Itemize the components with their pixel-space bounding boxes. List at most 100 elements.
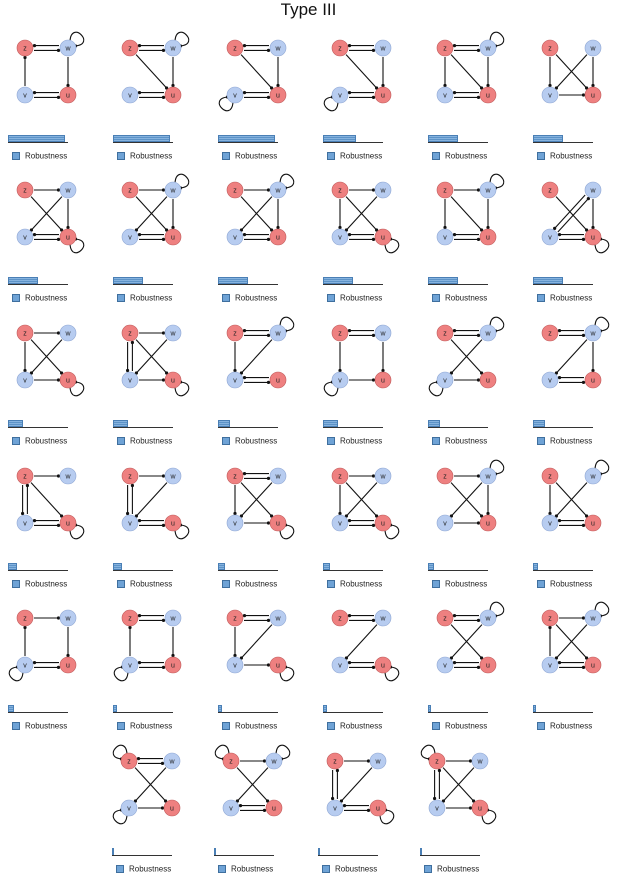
robustness-bar xyxy=(113,704,173,713)
self-loop-v xyxy=(8,665,24,682)
node-z xyxy=(120,752,138,770)
node-v xyxy=(541,228,559,246)
edge-w-v xyxy=(239,624,273,660)
robustness-bar xyxy=(8,134,68,143)
node-w xyxy=(164,609,182,627)
robustness-bar xyxy=(8,419,68,428)
node-label-w: w xyxy=(270,758,277,765)
node-z xyxy=(121,181,139,199)
legend-label: Robustness xyxy=(25,151,68,161)
node-label-v: v xyxy=(23,662,27,669)
robustness-bar-fill xyxy=(218,420,230,427)
node-z xyxy=(331,609,349,627)
node-label-w: w xyxy=(169,187,176,194)
node-label-u: u xyxy=(66,662,70,669)
node-v xyxy=(331,371,349,389)
node-w xyxy=(59,467,77,485)
node-z xyxy=(226,609,244,627)
legend: Robustness xyxy=(222,289,277,302)
legend: Robustness xyxy=(116,860,171,873)
legend-label: Robustness xyxy=(25,436,68,446)
edge-w-v xyxy=(239,196,273,232)
node-label-v: v xyxy=(548,662,552,669)
legend-label: Robustness xyxy=(445,721,488,731)
node-u xyxy=(164,371,182,389)
node-label-z: z xyxy=(23,330,27,337)
node-w xyxy=(163,752,181,770)
node-u xyxy=(164,656,182,674)
legend-label: Robustness xyxy=(130,151,173,161)
legend-label: Robustness xyxy=(130,293,173,303)
robustness-bar-fill xyxy=(113,277,143,284)
node-w xyxy=(479,609,497,627)
legend-label: Robustness xyxy=(235,436,278,446)
node-label-w: w xyxy=(274,45,281,52)
node-label-w: w xyxy=(476,758,483,765)
node-u xyxy=(479,228,497,246)
legend: Robustness xyxy=(322,860,377,873)
robustness-bar-fill xyxy=(533,277,563,284)
legend-swatch xyxy=(222,579,230,588)
robustness-bar-fill xyxy=(323,705,327,712)
node-label-v: v xyxy=(443,377,447,384)
node-w xyxy=(59,609,77,627)
legend: Robustness xyxy=(12,147,68,161)
node-z xyxy=(331,181,349,199)
node-label-v: v xyxy=(23,234,27,241)
node-label-v: v xyxy=(548,520,552,527)
node-label-w: w xyxy=(379,473,386,480)
legend-swatch xyxy=(432,721,440,730)
self-loop-u xyxy=(481,808,497,825)
legend-label: Robustness xyxy=(130,579,173,589)
robustness-bar-fill xyxy=(323,277,353,284)
node-z xyxy=(541,609,559,627)
node-u xyxy=(479,371,497,389)
self-loop-u xyxy=(379,808,395,825)
node-u xyxy=(479,514,497,532)
robustness-bar xyxy=(428,276,488,285)
robustness-bar-fill xyxy=(428,277,458,284)
edge-z-u xyxy=(30,482,64,518)
robustness-bar xyxy=(318,847,378,856)
node-z xyxy=(436,181,454,199)
node-label-v: v xyxy=(233,92,237,99)
node-w xyxy=(374,609,392,627)
node-z xyxy=(436,467,454,485)
robustness-bar xyxy=(533,704,593,713)
node-label-w: w xyxy=(379,45,386,52)
node-label-z: z xyxy=(128,330,132,337)
legend-swatch xyxy=(222,721,230,730)
edge-w-v xyxy=(29,339,63,375)
node-label-v: v xyxy=(435,805,439,812)
node-label-v: v xyxy=(23,92,27,99)
node-label-u: u xyxy=(376,805,380,812)
robustness-bar xyxy=(323,704,383,713)
node-label-v: v xyxy=(233,662,237,669)
node-u xyxy=(584,228,602,246)
node-label-v: v xyxy=(233,234,237,241)
self-loop-w xyxy=(279,316,295,333)
node-w xyxy=(584,39,602,57)
node-label-w: w xyxy=(589,473,596,480)
node-label-u: u xyxy=(478,805,482,812)
robustness-bar xyxy=(218,419,278,428)
node-label-w: w xyxy=(484,45,491,52)
legend: Robustness xyxy=(327,717,382,730)
self-loop-w xyxy=(489,459,505,476)
self-loop-w xyxy=(279,173,295,190)
node-u xyxy=(479,656,497,674)
node-label-v: v xyxy=(443,520,447,527)
legend-swatch xyxy=(537,436,545,445)
robustness-bar xyxy=(8,562,68,571)
